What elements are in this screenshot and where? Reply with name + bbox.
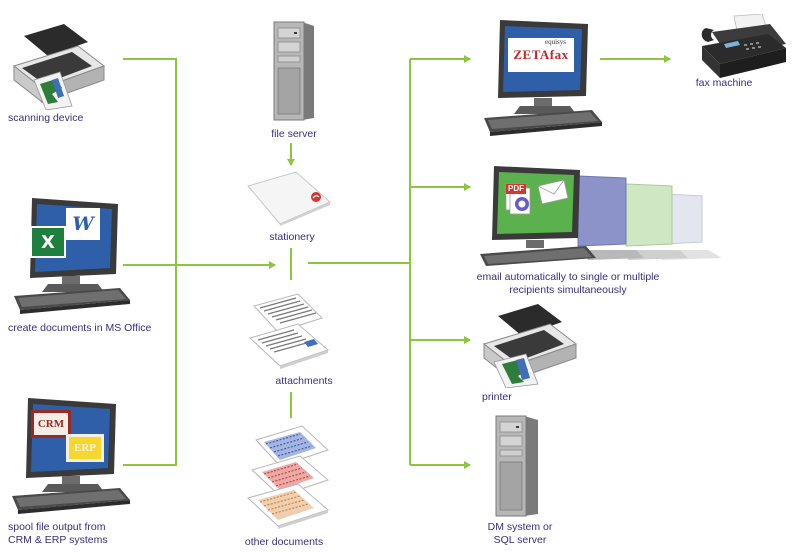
email-label-line1: email automatically to single or multipl… — [476, 271, 660, 283]
server-tower-icon — [268, 20, 318, 122]
scanning-device-label: scanning device — [8, 112, 84, 124]
zetafax-logo: equisys ZETAfax — [508, 38, 574, 72]
printer-label: printer — [482, 391, 512, 403]
attachments-label: attachments — [275, 375, 333, 387]
crm-erp-label: spool file output from CRM & ERP systems — [8, 521, 108, 547]
dm-system-label-line2: SQL server — [493, 534, 547, 546]
multiple-monitors-icon — [476, 164, 722, 268]
printer-icon — [480, 302, 582, 389]
desktop-computer-icon — [480, 18, 604, 138]
erp-icon: ERP — [66, 434, 104, 462]
zetafax-logo-company: equisys — [545, 38, 566, 46]
other-documents-label: other documents — [244, 536, 324, 548]
crm-erp-label-line1: spool file output from — [8, 521, 106, 533]
documents-stack-icon — [244, 424, 340, 530]
pdf-badge: PDF — [506, 184, 526, 194]
ms-office-label: create documents in MS Office — [8, 322, 152, 334]
input-bus-line — [123, 58, 177, 466]
zetafax-logo-text: ZETAfax — [513, 47, 569, 62]
scanner-icon — [8, 22, 112, 111]
fax-machine-label: fax machine — [695, 77, 753, 89]
server-tower-icon — [490, 414, 542, 518]
excel-icon: X — [30, 226, 66, 258]
word-icon: W — [66, 208, 100, 240]
dm-system-label: DM system or SQL server — [488, 521, 553, 547]
crm-erp-label-line2: CRM & ERP systems — [8, 534, 108, 546]
email-label-line2: recipients simultaneously — [509, 284, 627, 296]
stationery-icon — [246, 170, 332, 226]
fax-machine-icon — [698, 13, 788, 78]
attachments-icon — [246, 292, 338, 372]
email-label: email automatically to single or multipl… — [477, 271, 660, 297]
crm-icon: CRM — [31, 410, 71, 438]
stationery-label: stationery — [269, 231, 315, 243]
file-server-label: file server — [271, 128, 317, 140]
dm-system-label-line1: DM system or — [487, 521, 553, 533]
